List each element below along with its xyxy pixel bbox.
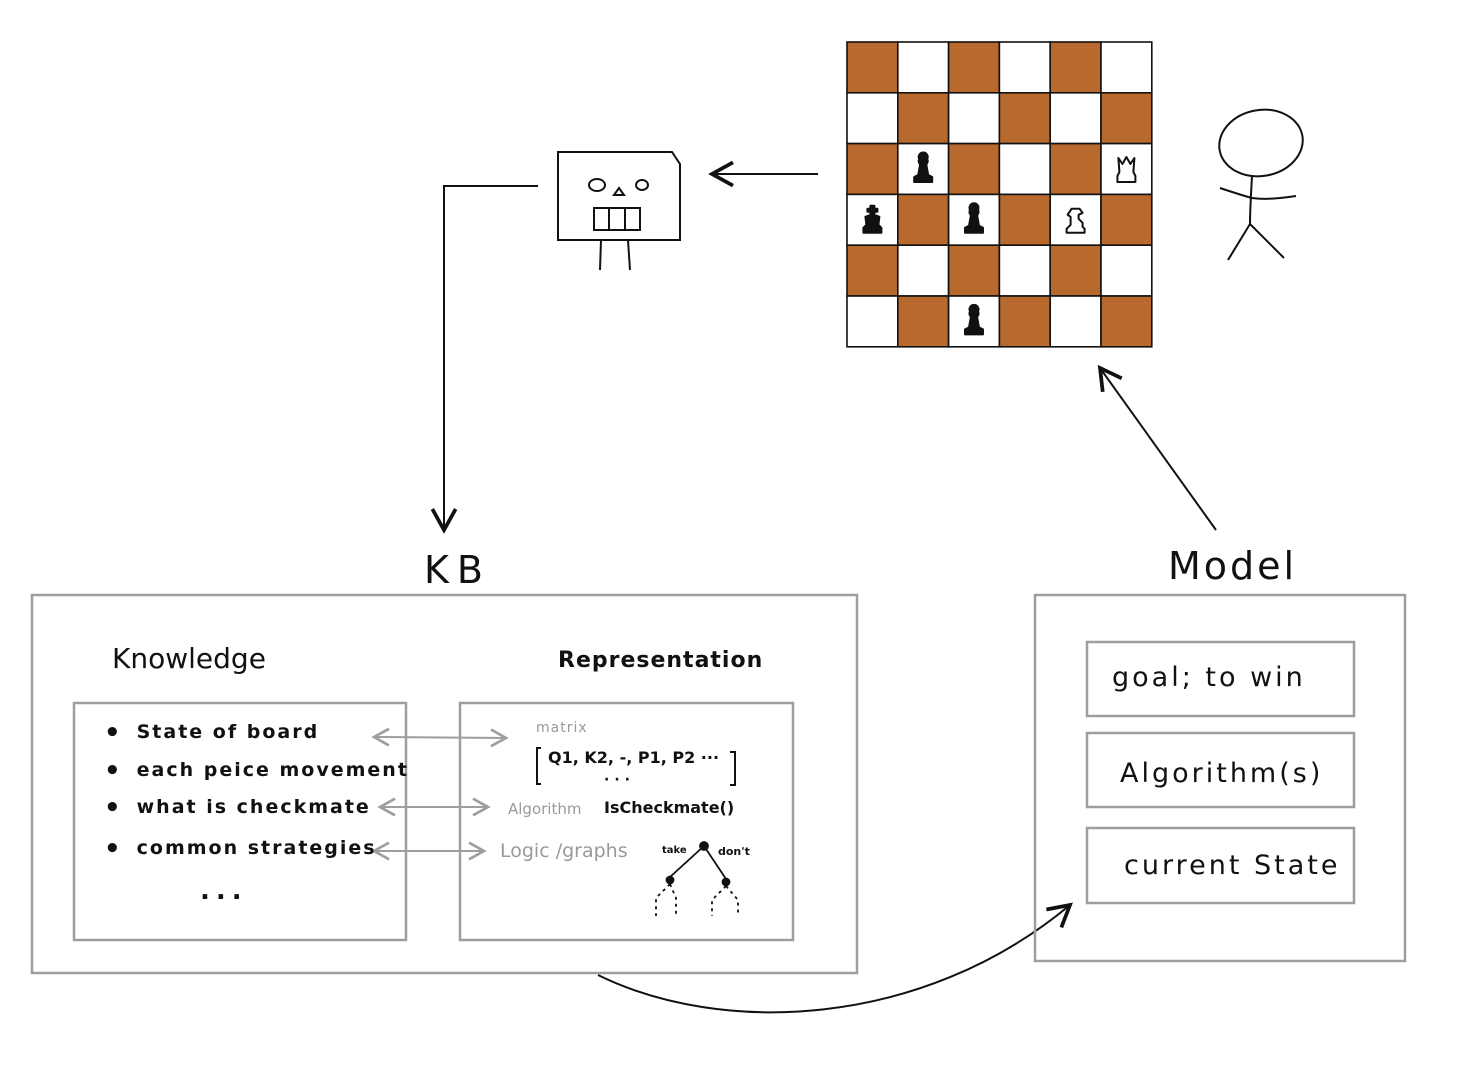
knight-icon (1065, 207, 1086, 234)
knowledge-item-board-state: State of board (104, 718, 319, 748)
knowledge-item-strategies: common strategies (104, 834, 377, 864)
stick-figure-icon (1218, 108, 1304, 261)
board-square (846, 41, 899, 94)
king-icon (862, 204, 883, 234)
pawn-icon (913, 151, 934, 183)
board-square (896, 244, 950, 297)
board-square (1100, 92, 1153, 145)
knowledge-heading: Knowledge (112, 642, 266, 675)
model-state-box (1085, 826, 1356, 905)
kb-title: KB (424, 548, 491, 592)
logic-graphs-label: Logic /graphs (500, 840, 628, 862)
board-square (896, 92, 950, 145)
tree-label-take: take (662, 845, 687, 856)
model-algorithms-box (1085, 731, 1356, 809)
model-algorithms-text: Algorithm(s) (1120, 758, 1324, 789)
board-square (1049, 142, 1102, 196)
model-box (1033, 593, 1407, 963)
knowledge-item-checkmate: what is checkmate (104, 793, 371, 823)
representation-heading: Representation (558, 648, 764, 673)
pawn-icon (964, 202, 984, 234)
board-square (998, 41, 1052, 94)
kb-box (30, 593, 859, 975)
board-square (1049, 41, 1102, 94)
board-square (1100, 41, 1153, 94)
board-square (998, 92, 1052, 145)
model-goal-box (1085, 640, 1356, 718)
board-square (947, 92, 1001, 145)
model-state-text: current State (1124, 850, 1341, 881)
robot-to-kb-arrow (430, 185, 538, 534)
board-square (846, 295, 899, 348)
model-to-board-arrow (1097, 364, 1217, 531)
robot-icon (557, 151, 681, 271)
pawn-icon (964, 303, 984, 336)
matrix-content: Q1, K2, -, P1, P2 ··· (548, 748, 720, 767)
board-square (998, 295, 1052, 348)
board-square (896, 193, 950, 246)
model-goal-text: goal; to win (1112, 662, 1306, 693)
board-square (947, 41, 1001, 94)
board-square (846, 244, 899, 297)
map-arrow-state (371, 727, 509, 748)
board-square (846, 92, 899, 145)
board-square (896, 41, 950, 94)
algorithm-label: Algorithm (508, 800, 582, 818)
matrix-brackets (536, 747, 736, 786)
board-square (1100, 244, 1153, 297)
board-square (1049, 244, 1102, 297)
board-square (1049, 295, 1102, 348)
model-title: Model (1168, 544, 1298, 588)
board-square (947, 244, 1001, 297)
decision-tree (655, 841, 739, 916)
queen-icon (1116, 156, 1137, 183)
board-square (1100, 193, 1153, 246)
matrix-label: matrix (536, 720, 588, 736)
board-square (896, 295, 950, 348)
board-square (998, 142, 1052, 196)
board-square (1049, 92, 1102, 145)
matrix-dots: ··· (604, 772, 635, 788)
board-square (1100, 295, 1153, 348)
board-square (998, 193, 1052, 246)
knowledge-box (72, 701, 408, 942)
knowledge-item-piece-movement: each peice movement (104, 756, 409, 786)
board-square (947, 142, 1001, 196)
board-square (846, 142, 899, 196)
knowledge-ellipsis: ... (200, 876, 248, 906)
tree-label-dont: don't (718, 845, 750, 858)
algorithm-function: IsCheckmate() (604, 798, 735, 817)
board-square (998, 244, 1052, 297)
representation-box (458, 701, 795, 942)
kb-to-model-arrow (597, 902, 1073, 1014)
